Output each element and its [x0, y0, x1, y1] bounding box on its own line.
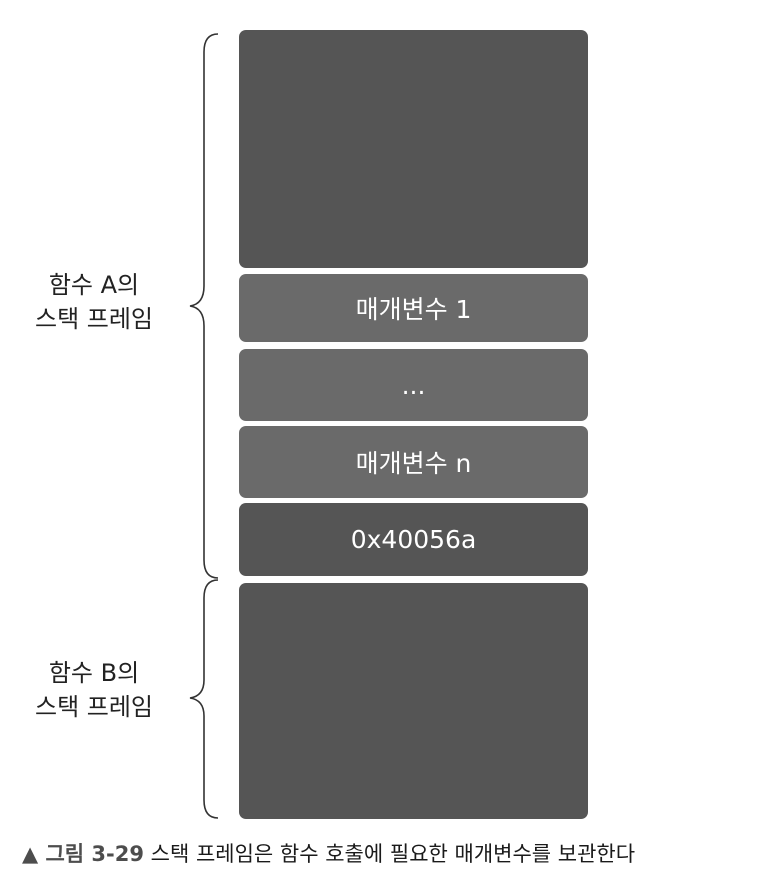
frame-a-line1: 함수 A의 — [48, 271, 140, 299]
frame-b-line1: 함수 B의 — [48, 659, 140, 687]
frame-a-label: 함수 A의 스택 프레임 — [14, 268, 174, 336]
braces — [189, 33, 219, 819]
brace-frame-b — [189, 579, 219, 819]
param-1-label: 매개변수 1 — [355, 295, 472, 324]
stack-block-return-address: 0x40056a — [239, 503, 588, 576]
frame-b-label: 함수 B의 스택 프레임 — [14, 656, 174, 724]
caption-text: 스택 프레임은 함수 호출에 필요한 매개변수를 보관한다 — [150, 842, 636, 866]
figure-number: ▲ 그림 3-29 — [22, 842, 144, 866]
param-n-label: 매개변수 n — [355, 449, 472, 478]
return-address-label: 0x40056a — [350, 525, 477, 554]
brace-frame-a — [189, 33, 219, 579]
stack-block-bottom — [239, 583, 588, 819]
stack-block-top — [239, 30, 588, 268]
stack-block-param-1: 매개변수 1 — [239, 274, 588, 342]
stack-block-ellipsis: ... — [239, 349, 588, 421]
frame-b-line2: 스택 프레임 — [34, 693, 154, 721]
ellipsis-label: ... — [401, 370, 426, 400]
stack-block-param-n: 매개변수 n — [239, 426, 588, 498]
figure-caption: ▲ 그림 3-29 스택 프레임은 함수 호출에 필요한 매개변수를 보관한다 — [22, 838, 635, 868]
frame-a-line2: 스택 프레임 — [34, 305, 154, 333]
